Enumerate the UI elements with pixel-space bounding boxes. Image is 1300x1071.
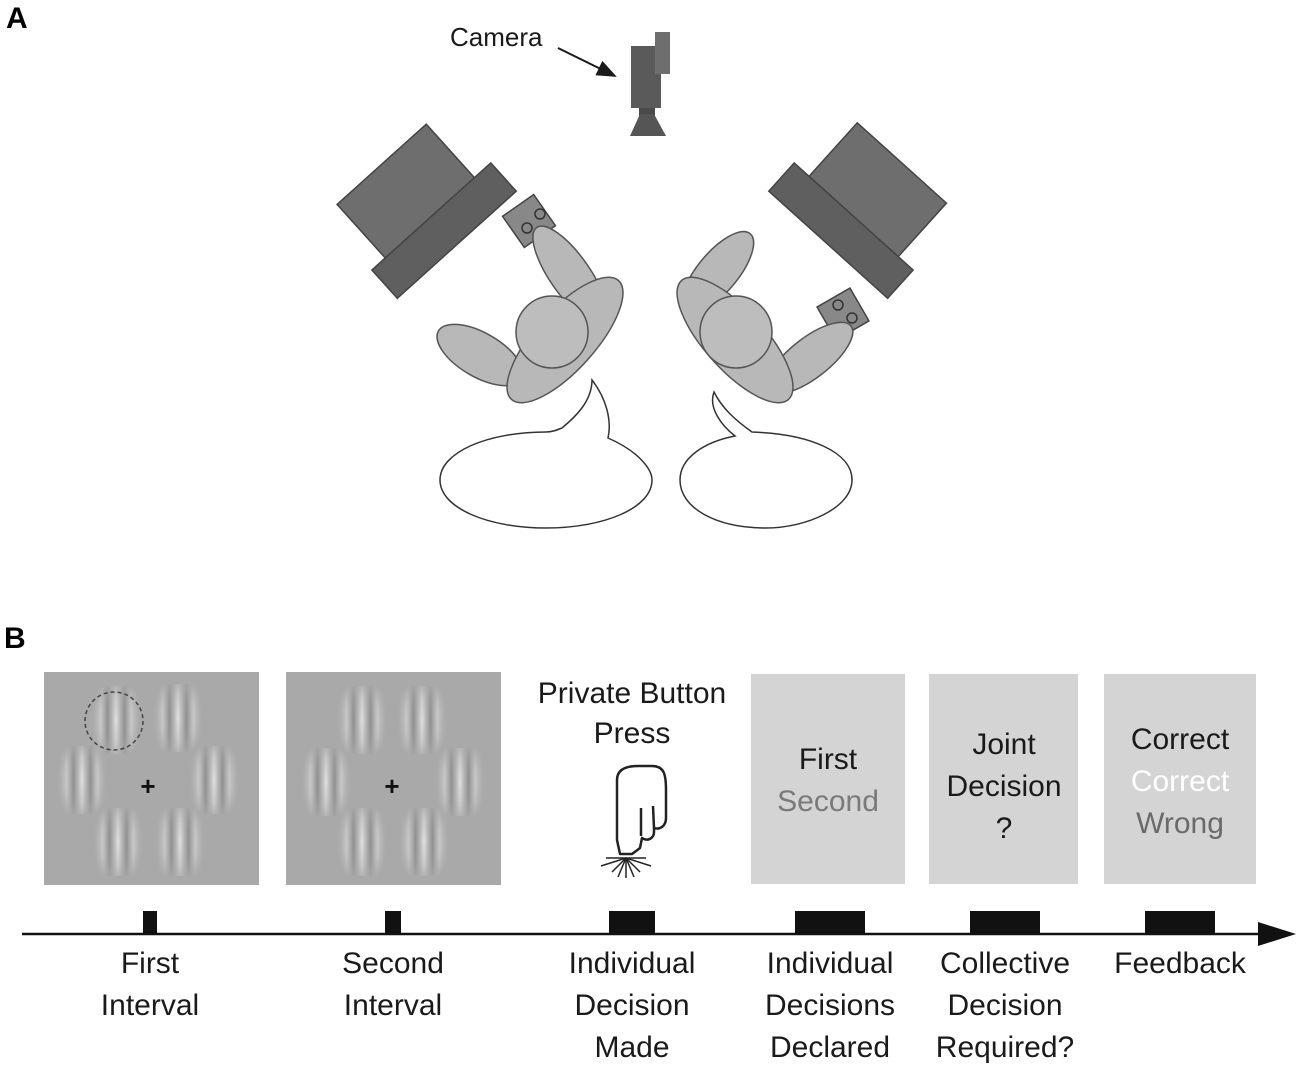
timeline-label-second-interval: Second Interval (342, 947, 444, 1022)
event-marker-second-interval (385, 911, 401, 934)
feedback-screen: Correct Correct Wrong (1104, 674, 1256, 884)
individual-decisions-screen: First Second (751, 674, 905, 884)
camera-icon (630, 32, 670, 136)
timeline-label-individual-decision-made: Individual Decision Made (569, 947, 696, 1064)
timeline-label-line: Required? (936, 1031, 1074, 1064)
button-press-label-line2: Press (594, 717, 671, 750)
screen-second-label: Second (777, 785, 879, 818)
panel-a-letter: A (6, 2, 28, 35)
feedback-correct-dark: Correct (1131, 723, 1230, 756)
left-monitor (336, 123, 518, 300)
panel-b: B + + Private Button Press (4, 622, 1296, 1064)
timeline-label-line: Declared (770, 1031, 890, 1064)
timeline-label-line: Interval (101, 989, 199, 1022)
first-interval-screen: + (44, 672, 259, 885)
left-participant (436, 193, 624, 404)
timeline-label-line: Interval (344, 989, 442, 1022)
feedback-correct-white: Correct (1131, 765, 1230, 798)
left-speech-bubble (439, 377, 653, 529)
screen-first-label: First (799, 743, 858, 776)
press-burst-icon (600, 857, 652, 878)
timeline-label-first-interval: First Interval (101, 947, 199, 1022)
second-interval-screen: + (286, 672, 501, 885)
panel-b-letter: B (4, 622, 26, 655)
timeline-label-line: Individual (569, 947, 696, 980)
timeline-label-line: Individual (767, 947, 894, 980)
event-marker-individual-decision (609, 911, 655, 934)
timeline-label-line: Feedback (1114, 947, 1247, 980)
timeline-label-line: Second (342, 947, 444, 980)
panel-a: A Camera (6, 2, 948, 529)
pointing-finger-icon (615, 764, 668, 856)
timeline-label-feedback: Feedback (1114, 947, 1247, 980)
target-circle (84, 691, 144, 751)
button-press-label-line1: Private Button (538, 677, 726, 710)
timeline-label-line: Decision (574, 989, 689, 1022)
timeline-label-decisions-declared: Individual Decisions Declared (765, 947, 895, 1064)
right-speech-bubble (679, 390, 853, 529)
timeline-label-line: First (121, 947, 180, 980)
event-marker-decisions-declared (795, 911, 865, 934)
event-marker-collective-decision (970, 911, 1040, 934)
screen-question-mark: ? (996, 812, 1013, 845)
event-marker-first-interval (143, 911, 157, 934)
timeline-label-line: Collective (940, 947, 1070, 980)
timeline-label-line: Decision (947, 989, 1062, 1022)
fixation-cross: + (384, 771, 399, 801)
right-participant (676, 230, 870, 404)
timeline-label-line: Decisions (765, 989, 895, 1022)
feedback-wrong: Wrong (1136, 807, 1224, 840)
camera-label: Camera (450, 22, 543, 52)
camera-arrow (557, 47, 617, 77)
timeline-arrowhead (1258, 922, 1296, 946)
screen-joint-label: Joint (972, 728, 1036, 761)
joint-decision-screen: Joint Decision ? (929, 674, 1078, 884)
screen-decision-label: Decision (946, 770, 1061, 803)
event-marker-feedback (1145, 911, 1215, 934)
timeline-label-line: Made (594, 1031, 669, 1064)
timeline-label-collective-decision: Collective Decision Required? (936, 947, 1074, 1064)
fixation-cross: + (140, 771, 155, 801)
right-monitor (767, 121, 948, 300)
